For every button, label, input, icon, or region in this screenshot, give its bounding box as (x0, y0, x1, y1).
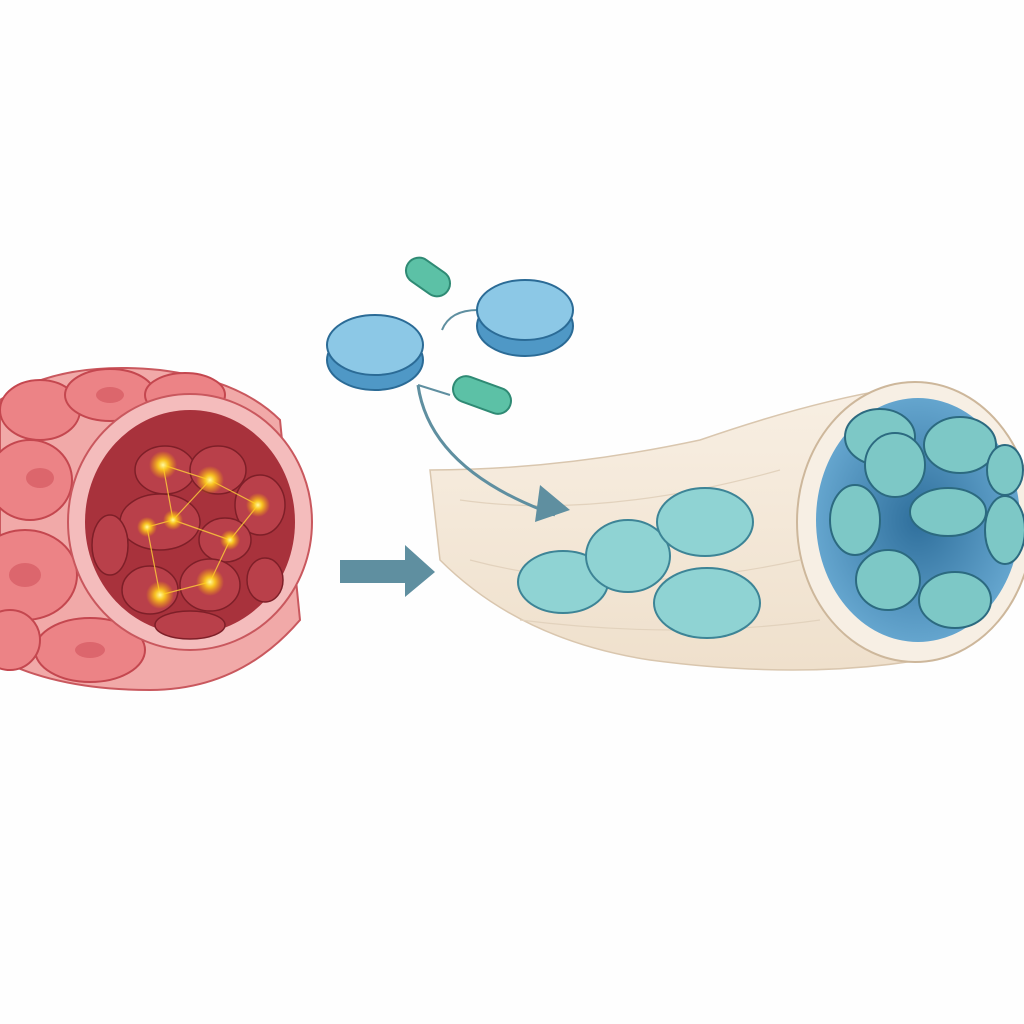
diseased-vessel (0, 367, 313, 692)
healthy-cells-inside (829, 408, 1024, 629)
inflammation-glow-dots (137, 451, 270, 609)
capsule-icon (404, 256, 452, 298)
red-cells (0, 368, 226, 683)
treatment-medication (326, 256, 574, 522)
cell-nuclei (9, 387, 124, 658)
pill-icon (326, 314, 424, 391)
healthy-cells-outside (517, 487, 761, 639)
healthy-vessel (429, 381, 1024, 671)
curved-arrow-line (416, 384, 556, 517)
right-arrow-icon (340, 545, 435, 597)
connector-lines (417, 309, 479, 396)
capsule-icon (452, 375, 512, 415)
curved-arrow-head-icon (535, 485, 570, 522)
pill-icon (476, 279, 574, 357)
